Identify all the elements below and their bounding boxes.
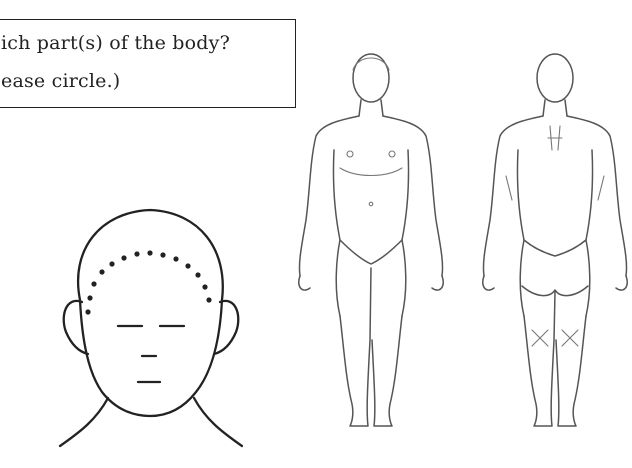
head-top-illustration[interactable]: [60, 210, 242, 446]
front-head: [353, 54, 389, 102]
scalp-dots: [85, 250, 211, 314]
front-navel: [369, 202, 373, 206]
neck-left: [60, 398, 108, 446]
back-legs: [524, 292, 586, 426]
front-chest-line: [340, 168, 402, 176]
front-nipple-right: [389, 151, 395, 157]
body-back-illustration[interactable]: [483, 54, 628, 426]
front-legs: [340, 268, 402, 426]
head-outline: [78, 210, 223, 416]
front-nipple-left: [347, 151, 353, 157]
back-knee-marks: [532, 330, 578, 346]
back-spine-mark: [548, 126, 562, 150]
neck-right: [194, 398, 242, 446]
back-arm-marks: [506, 176, 604, 200]
body-front-illustration[interactable]: [299, 54, 444, 426]
back-hands: [483, 276, 628, 290]
back-head: [537, 54, 573, 102]
back-torso: [483, 116, 626, 316]
right-ear: [214, 301, 238, 354]
front-pelvis: [340, 240, 402, 264]
back-waist: [524, 240, 586, 256]
